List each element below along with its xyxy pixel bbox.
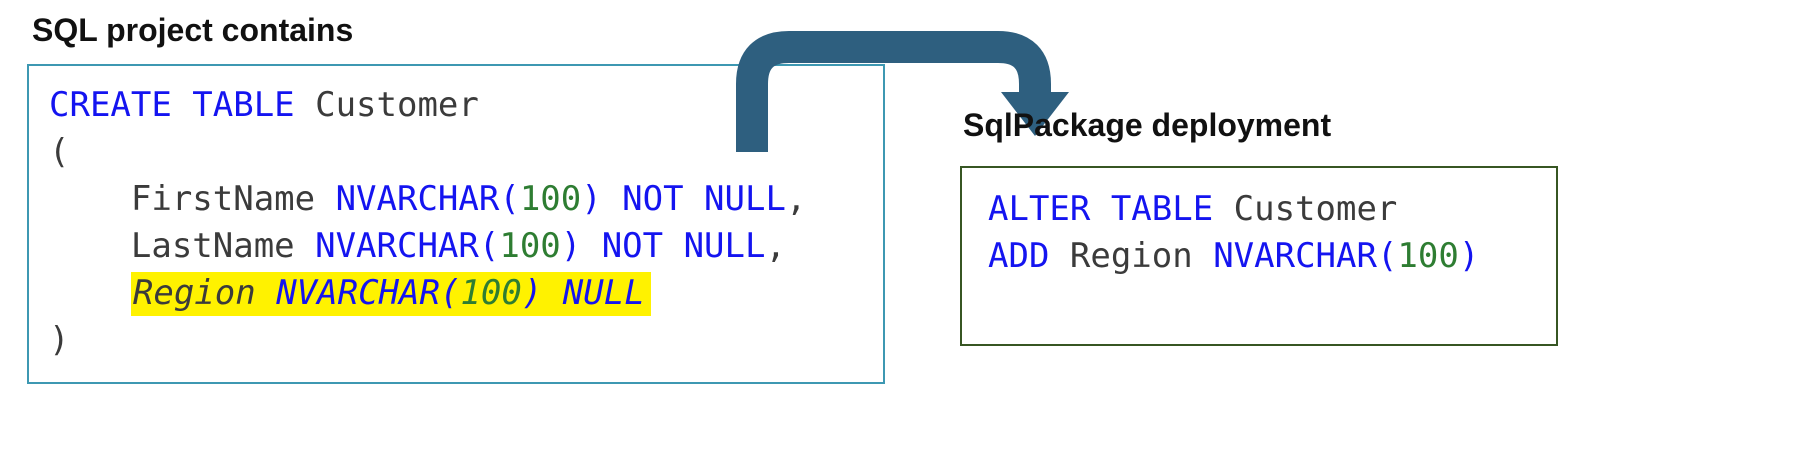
code-line: ): [49, 320, 70, 360]
code-line: ALTER TABLE Customer: [988, 189, 1398, 229]
code-line: ADD Region NVARCHAR(100): [988, 236, 1480, 276]
sql-project-box: CREATE TABLE Customer ( FirstName NVARCHA…: [27, 64, 885, 384]
deployment-title: SqlPackage deployment: [963, 107, 1332, 143]
code-line: (: [49, 132, 70, 172]
code-line: LastName NVARCHAR(100) NOT NULL,: [49, 226, 786, 266]
code-line: CREATE TABLE Customer: [49, 85, 479, 125]
code-line: Region NVARCHAR(100) NULL: [49, 270, 883, 317]
code-line: FirstName NVARCHAR(100) NOT NULL,: [49, 179, 807, 219]
highlighted-code: Region NVARCHAR(100) NULL: [130, 272, 651, 316]
sql-project-title: SQL project contains: [32, 12, 354, 48]
sql-project-code: CREATE TABLE Customer ( FirstName NVARCHA…: [29, 66, 883, 364]
